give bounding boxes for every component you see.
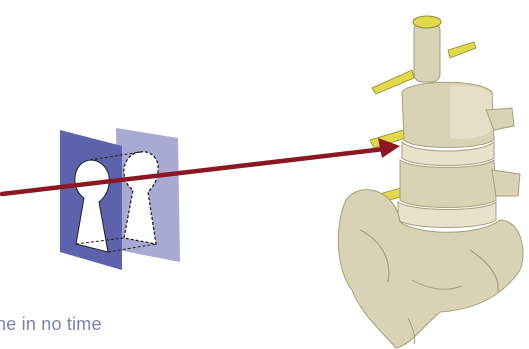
caption-text: ne in no time xyxy=(0,314,102,335)
keyhole-panel-back xyxy=(116,128,180,262)
keyhole-panel-front xyxy=(60,130,122,270)
spine-illustration xyxy=(338,16,523,348)
